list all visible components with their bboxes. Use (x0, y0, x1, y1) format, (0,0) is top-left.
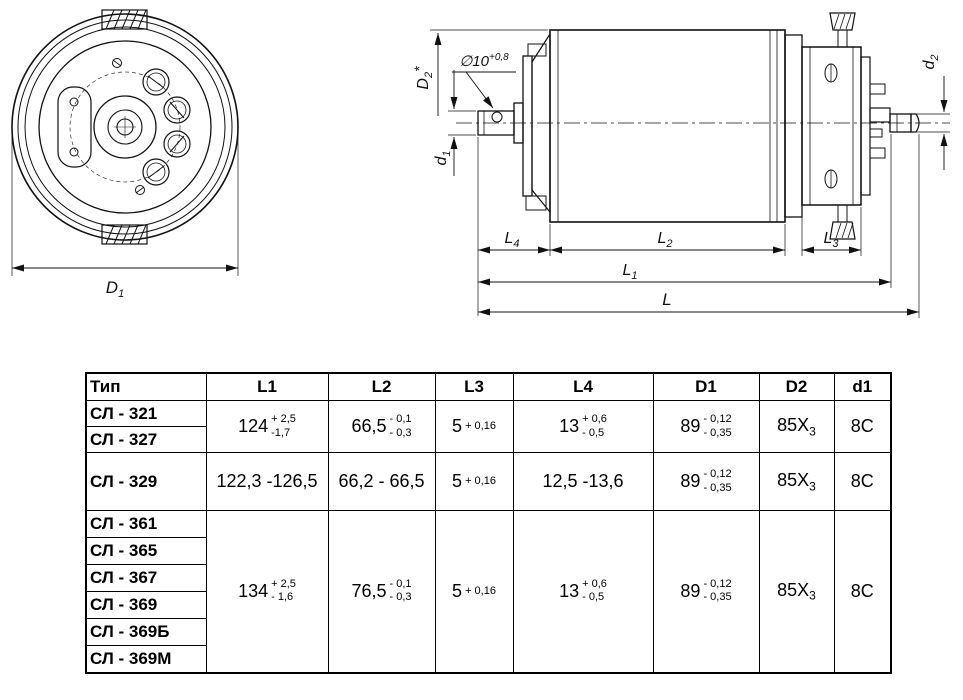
type-cell: СЛ - 367 (85, 564, 207, 592)
type-cell: СЛ - 327 (85, 426, 207, 453)
cell-g2-d1: 8С (833, 452, 892, 511)
front-view (11, 9, 239, 276)
screw-icons (112, 58, 145, 195)
cell-g2-D1: 89- 0,12- 0,35 (652, 452, 760, 511)
top-terminal-block (101, 9, 148, 30)
dim-L-label: L (662, 290, 671, 309)
cell-g2-L3: 5+ 0,16 (434, 452, 514, 511)
dim-L4-label: L4 (504, 230, 519, 250)
cell-g1-L1: 124+ 2,5-1,7 (205, 400, 329, 453)
type-cell: СЛ - 369М (85, 645, 207, 673)
cell-g1-L4: 13+ 0,6- 0,5 (512, 400, 654, 453)
type-cell: СЛ - 365 (85, 537, 207, 565)
cell-g1-D1: 89- 0,12- 0,35 (652, 400, 760, 453)
cell-g3-L4: 13+ 0,6- 0,5 (512, 510, 654, 673)
cell-g3-D2: 85Х3 (758, 510, 835, 673)
dim-d2 (912, 76, 950, 170)
dia-callout-leader (452, 71, 516, 109)
cell-g3-L1: 134+ 2,5- 1,6 (205, 510, 329, 673)
dim-L1-label: L1 (622, 262, 637, 282)
col-header-D1: D1 (652, 372, 760, 401)
cell-g3-L3: 5+ 0,16 (434, 510, 514, 673)
dim-L2-label: L2 (657, 230, 672, 250)
brush-housing (801, 12, 862, 240)
terminal-plate (57, 86, 92, 168)
brush-cap-icons (142, 68, 191, 186)
dimension-table: Тип L1 L2 L3 L4 D1 D2 d1 СЛ - 321 124+ 2… (85, 372, 892, 674)
type-cell: СЛ - 321 (85, 400, 207, 427)
dim-D1 (11, 132, 239, 276)
type-cell: СЛ - 369Б (85, 618, 207, 646)
side-view (430, 12, 950, 318)
col-header-L2: L2 (327, 372, 436, 401)
technical-drawing: D1 (11, 9, 950, 318)
dim-L3-label: L3 (823, 230, 839, 250)
col-header-L4: L4 (512, 372, 654, 401)
type-cell: СЛ - 369 (85, 591, 207, 619)
dim-d2-label: d2 (921, 54, 941, 69)
cell-g1-L2: 66,5- 0,1- 0,3 (327, 400, 436, 453)
dia-callout-label: ∅10+0,8 (459, 52, 509, 70)
col-header-L3: L3 (434, 372, 514, 401)
cell-g1-D2: 85Х3 (758, 400, 835, 453)
cell-g3-L2: 76,5- 0,1- 0,3 (327, 510, 436, 673)
cell-g2-L4: 12,5 -13,6 (512, 452, 654, 511)
cell-g2-D2: 85Х3 (758, 452, 835, 511)
bottom-terminal-block (101, 224, 148, 245)
col-header-d1: d1 (833, 372, 892, 401)
cell-g1-d1: 8С (833, 400, 892, 453)
dim-D2 (430, 29, 548, 116)
dim-d1-label: d1 (433, 150, 453, 165)
cell-g3-D1: 89- 0,12- 0,35 (652, 510, 760, 673)
col-header-L1: L1 (205, 372, 329, 401)
rear-terminals (860, 56, 891, 196)
cell-g3-d1: 8С (833, 510, 892, 673)
type-cell: СЛ - 329 (85, 452, 207, 511)
cell-g2-L2: 66,2 - 66,5 (327, 452, 436, 511)
motor-body (549, 29, 803, 223)
col-header-D2: D2 (758, 372, 835, 401)
dim-d1 (448, 70, 476, 176)
col-header-type: Тип (85, 372, 207, 401)
length-dims (477, 134, 920, 318)
shaft-hole (491, 111, 503, 123)
dim-D1-label: D1 (106, 278, 124, 300)
cell-g1-L3: 5+ 0,16 (434, 400, 514, 453)
cell-g2-L1: 122,3 -126,5 (205, 452, 329, 511)
dim-D2-label: D2* (411, 66, 435, 90)
type-cell: СЛ - 361 (85, 510, 207, 538)
